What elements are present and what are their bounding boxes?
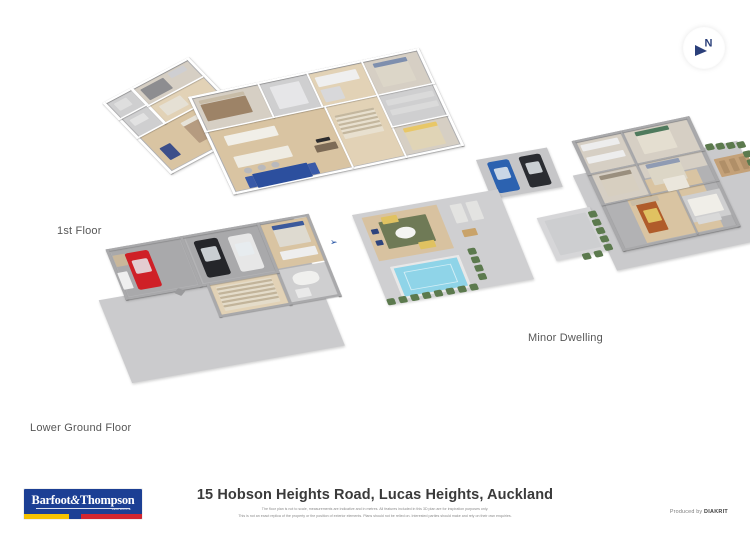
outdoor-living-and-pool[interactable]	[330, 189, 535, 340]
logo-stripe-yellow	[24, 514, 69, 519]
plan-minor-dwelling[interactable]: Minor Dwelling	[520, 116, 750, 344]
logo-ampersand: &	[70, 493, 80, 507]
logo-word-barfoot: Barfoot	[31, 493, 71, 507]
floor-plan-stage: 1st Floor	[0, 0, 750, 470]
compass-north-letter: N	[705, 38, 713, 50]
plan-first-floor[interactable]: 1st Floor	[57, 56, 258, 237]
north-compass-icon: N	[683, 27, 725, 69]
plan-lower-ground-floor[interactable]: Lower Ground Floor	[30, 213, 345, 434]
property-address-title: 15 Hobson Heights Road, Lucas Heights, A…	[196, 487, 554, 503]
barfoot-thompson-logo[interactable]: Barfoot&Thompson REAL ESTATE	[24, 489, 142, 519]
disclaimer-line-1: The floor plan is not to scale, measurem…	[261, 507, 489, 511]
produced-by-prefix: Produced by	[669, 509, 705, 515]
disclaimer-line-2: This is not an exact replica of the prop…	[238, 513, 512, 518]
logo-wordmark: Barfoot&Thompson	[24, 493, 142, 508]
produced-by-credit: Produced by DIAKRIT	[670, 509, 728, 515]
plan-label-first-floor: 1st Floor	[57, 225, 102, 237]
entry-arrow-ground-floor: ➢	[330, 237, 338, 247]
plan-label-minor-dwelling: Minor Dwelling	[528, 332, 603, 344]
logo-stripe-red	[80, 514, 142, 519]
produced-by-brand: DIAKRIT	[704, 509, 728, 515]
logo-tagline: REAL ESTATE	[111, 508, 131, 511]
logo-word-thompson: Thompson	[79, 493, 135, 507]
disclaimer-text: The floor plan is not to scale, measurem…	[130, 506, 620, 519]
logo-underline	[36, 508, 130, 509]
logo-stripes	[24, 514, 142, 519]
plan-label-lower-ground-floor: Lower Ground Floor	[30, 422, 132, 434]
logo-stripe-blue	[68, 514, 81, 519]
